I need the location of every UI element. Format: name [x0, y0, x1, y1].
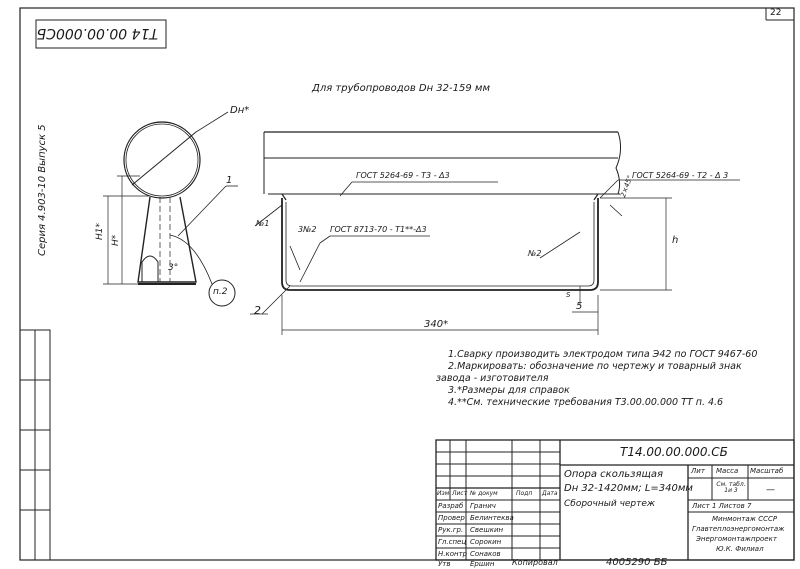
dim-h-right: h	[672, 235, 679, 246]
name-5: Ершин	[470, 560, 495, 568]
dim-angle: 3°	[168, 263, 179, 273]
col-scale: Масштаб	[750, 467, 784, 475]
weld-label-right: ГОСТ 5264-69 - Т2 - Δ 3	[632, 171, 729, 180]
name-3: Сорокин	[470, 538, 502, 546]
hdr-doc: № докум	[470, 490, 498, 497]
role-0: Разраб	[438, 502, 464, 510]
front-view	[250, 131, 740, 335]
name-4: Сонаков	[470, 550, 501, 558]
hdr-sign: Подп	[516, 490, 533, 497]
org-line-2: Главтеплоэнергомонтаж	[692, 525, 785, 533]
part-name: Опора скользящая	[564, 469, 664, 480]
mark-1: 1	[226, 175, 233, 186]
callout-p2: п.2	[213, 287, 228, 297]
org-line-4: Ю.К. Филиал	[716, 545, 764, 553]
drawing-caption: Для трубопроводов Dн 32-159 мм	[312, 83, 490, 94]
org-line-1: Минмонтаж СССР	[712, 515, 778, 523]
name-2: Свешкин	[470, 526, 504, 534]
note-2: 2.Маркировать: обозначение по чертежу и …	[448, 361, 742, 372]
name-1: Белинтеква	[470, 514, 514, 522]
name-0: Гранич	[470, 502, 496, 510]
hdr-list: Лист	[452, 490, 468, 497]
role-3: Гл.спец	[438, 538, 467, 546]
title-block-lines	[435, 439, 795, 561]
weld-n2: №2	[528, 249, 542, 258]
weld-label-top: ГОСТ 5264-69 - Т3 - Δ3	[356, 171, 450, 180]
dim-s: S	[566, 291, 571, 299]
role-2: Рук.гр.	[438, 526, 464, 534]
note-2-cont: завода - изготовителя	[436, 373, 549, 384]
dim-h1: Н1*	[95, 223, 105, 240]
note-1: 1.Сварку производить электродом типа Э42…	[448, 349, 758, 360]
weld-n1: №1	[256, 219, 270, 228]
hdr-date: Дата	[542, 490, 558, 497]
dim-dn: Dн*	[230, 105, 250, 116]
col-mass: Масса	[716, 467, 739, 475]
mass-value: См. табл. 1и 3	[716, 481, 746, 495]
sheet-frame	[19, 7, 795, 561]
dim-gap: 5	[576, 301, 583, 312]
doc-code: Т14.00.00.000.СБ	[620, 445, 728, 459]
part-spec: Dн 32-1420мм; L=340мм	[564, 483, 693, 494]
dim-length: 340*	[424, 319, 449, 330]
weld-n3: 3№2	[298, 225, 317, 234]
hdr-izm: Изм	[437, 490, 450, 497]
sheet-number: 22	[770, 8, 782, 18]
note-3: 3.*Размеры для справок	[448, 385, 570, 396]
footer-code: 4005290 ББ	[606, 557, 668, 568]
weld-label-inner: ГОСТ 8713-70 - Т1**-Δ3	[330, 225, 427, 234]
col-lit: Лит	[691, 467, 705, 475]
sheet-info: Лист 1 Листов 7	[692, 502, 752, 510]
series-label: Серия 4.903-10 Выпуск 5	[37, 124, 48, 256]
side-view	[103, 111, 238, 307]
role-4: Н.контр	[438, 550, 468, 558]
rotated-stamp-code: Т14 00.00.000СБ	[36, 25, 158, 41]
role-5: Утв	[438, 560, 451, 568]
role-1: Провер	[438, 514, 465, 522]
rotated-stamp-box	[35, 19, 167, 49]
drawing-type: Сборочный чертеж	[564, 499, 656, 509]
footer-copied: Копировал	[512, 558, 558, 567]
note-4: 4.**См. технические требования Т3.00.00.…	[448, 397, 724, 408]
dim-h2: Н*	[111, 234, 121, 246]
org-line-3: Энергомонтажпроект	[696, 535, 777, 543]
scale-value: —	[766, 485, 775, 495]
mark-2: 2	[254, 304, 261, 317]
